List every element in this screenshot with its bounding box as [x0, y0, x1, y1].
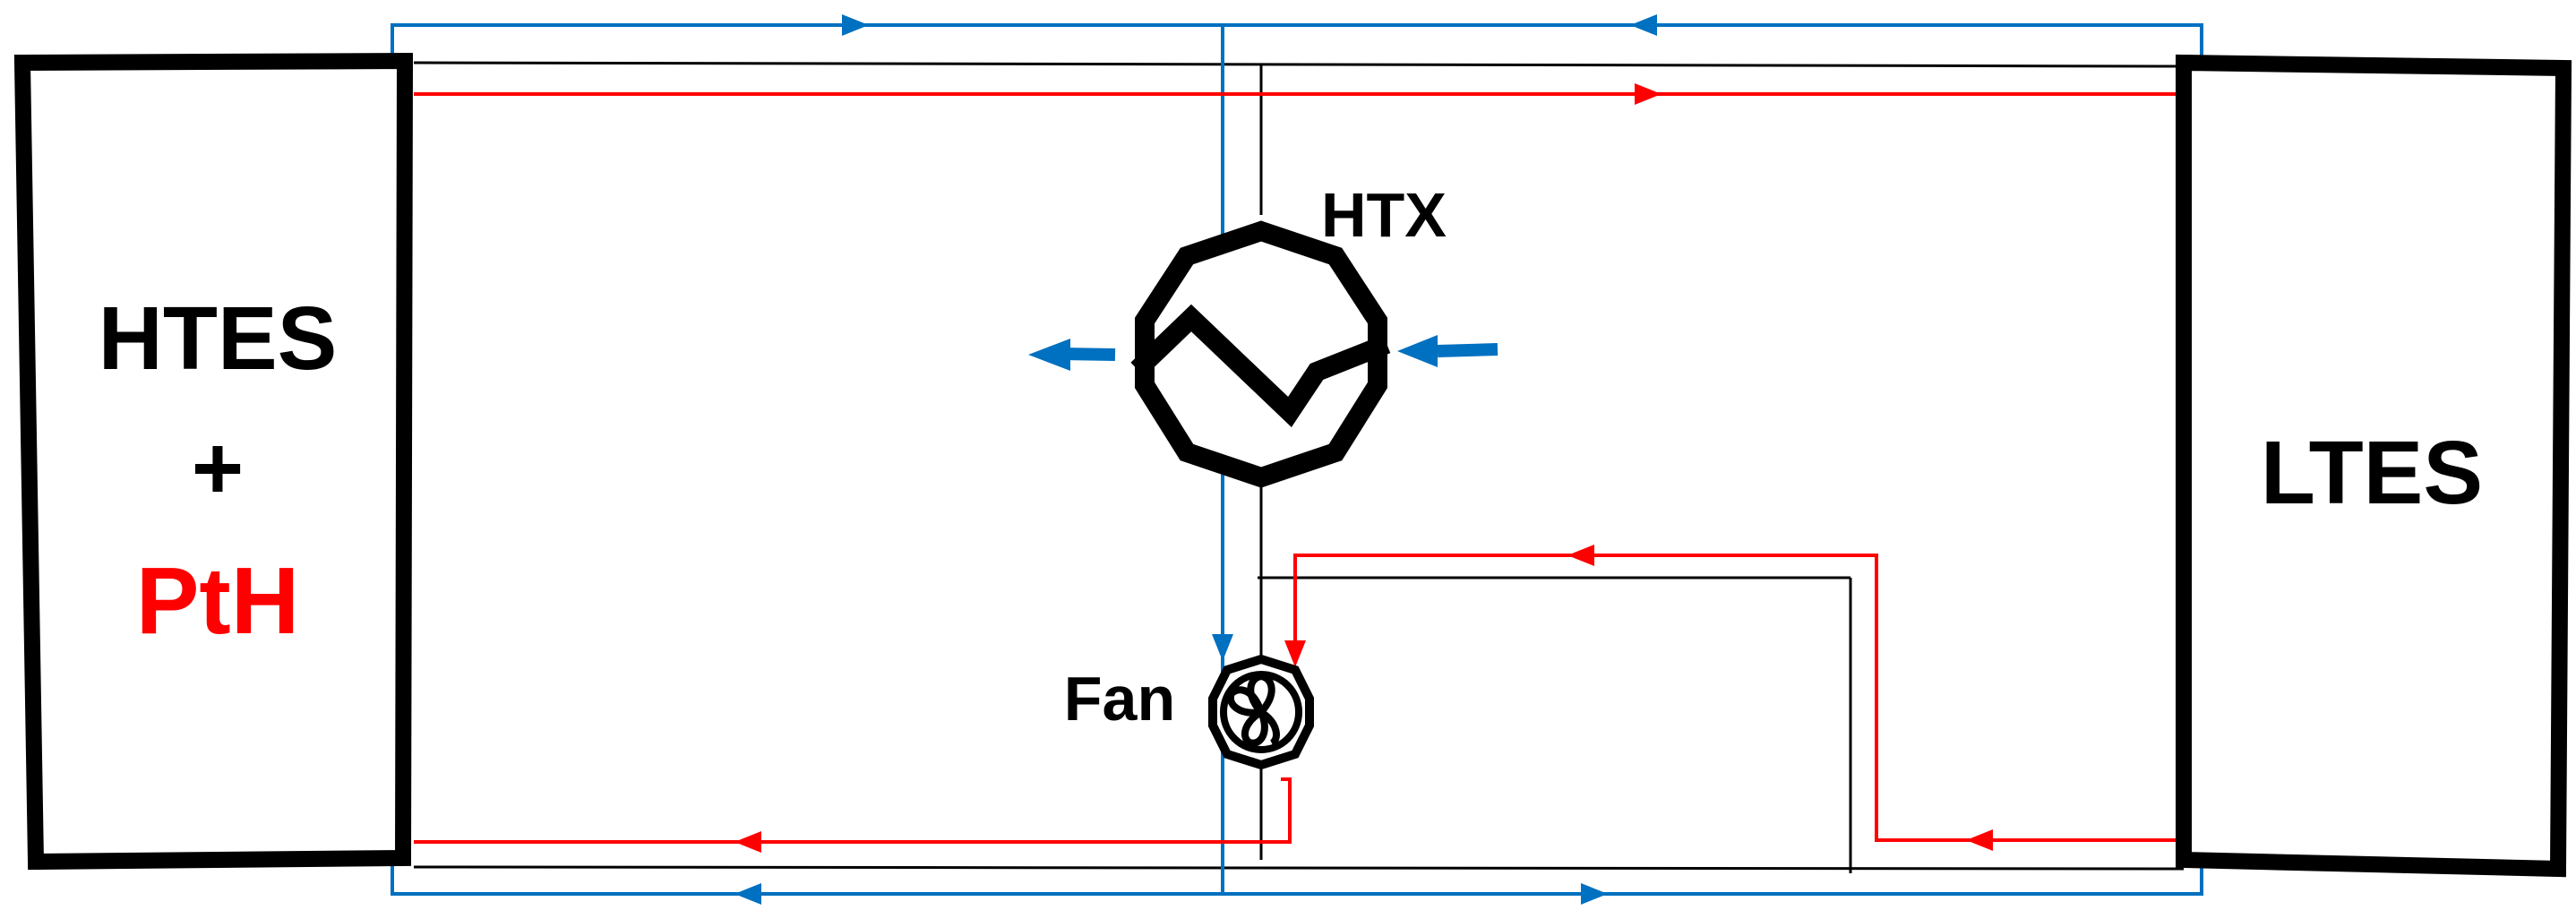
red-arrow-left-bottom-left — [734, 831, 761, 853]
red-arrow-left-bottom-right — [1966, 829, 1993, 851]
cold-loop — [391, 23, 2203, 896]
htx-label: HTX — [1321, 180, 1447, 250]
fan-icon — [1208, 654, 1314, 770]
blue-arrow-left-bottom — [734, 883, 761, 905]
htes-label: HTES — [99, 288, 338, 389]
blue-arrow-down — [1212, 634, 1233, 661]
red-arrow-down — [1284, 640, 1306, 667]
htes-box — [13, 52, 414, 871]
ltes-label: LTES — [2261, 423, 2483, 523]
fan-label: Fan — [1064, 664, 1175, 734]
ltes-box — [2176, 54, 2572, 878]
ltes-block: LTES — [2176, 54, 2572, 878]
pth-label: PtH — [136, 548, 300, 654]
red-arrow-right — [1635, 83, 1662, 105]
red-arrow-left — [1567, 545, 1594, 566]
black-pipes — [413, 61, 2185, 873]
htes-block: HTES + PtH — [13, 52, 414, 871]
heat-exchanger-icon — [1130, 220, 1391, 488]
htes-plus-label: + — [192, 418, 244, 519]
flow-arrows — [734, 14, 1993, 905]
heat-flow-arrows — [1028, 335, 1498, 371]
blue-arrow-left — [1630, 14, 1657, 36]
blue-arrow-right-bottom — [1581, 883, 1608, 905]
blue-arrow-right — [842, 14, 869, 36]
